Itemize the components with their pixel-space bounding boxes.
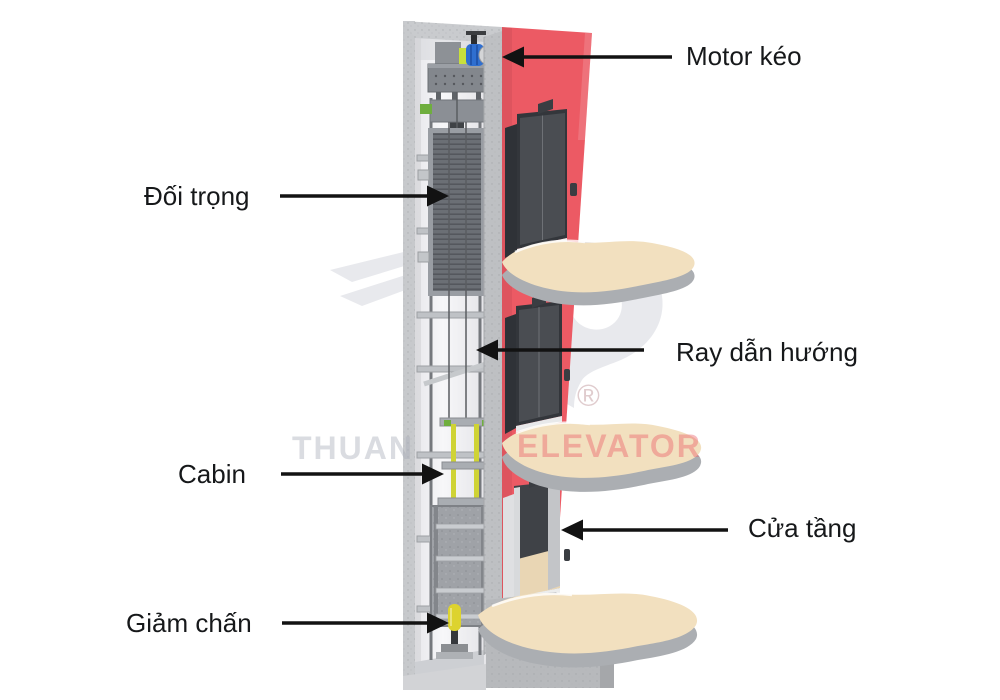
buffer: [436, 604, 473, 659]
label-traction-motor: Motor kéo: [686, 41, 802, 71]
label-landing-door: Cửa tầng: [748, 513, 857, 543]
arrow-cabin: [281, 463, 444, 485]
arrow-ray-dan-huong: [476, 339, 644, 361]
floor-platform-bottom: [478, 592, 698, 668]
arrow-motor-keo: [502, 46, 672, 68]
arrow-giam-chan: [282, 612, 449, 634]
watermark-brand-gray: THUAN: [292, 430, 414, 466]
label-guide-rail: Ray dẫn hướng: [676, 337, 858, 367]
registered-trademark-symbol: ®: [577, 378, 600, 413]
landing-door-bottom: [503, 473, 570, 606]
label-buffer: Giảm chấn: [126, 608, 252, 638]
label-counterweight: Đối trọng: [144, 181, 250, 211]
arrow-doi-trong: [280, 185, 449, 207]
hoist-ropes: [448, 92, 467, 418]
floor-platform-top: [502, 239, 695, 306]
floor-platform-middle: [502, 421, 702, 492]
arrow-cua-tang: [561, 519, 728, 541]
label-cabin: Cabin: [178, 459, 246, 489]
watermark-brand-red: ELEVATOR: [517, 428, 702, 464]
